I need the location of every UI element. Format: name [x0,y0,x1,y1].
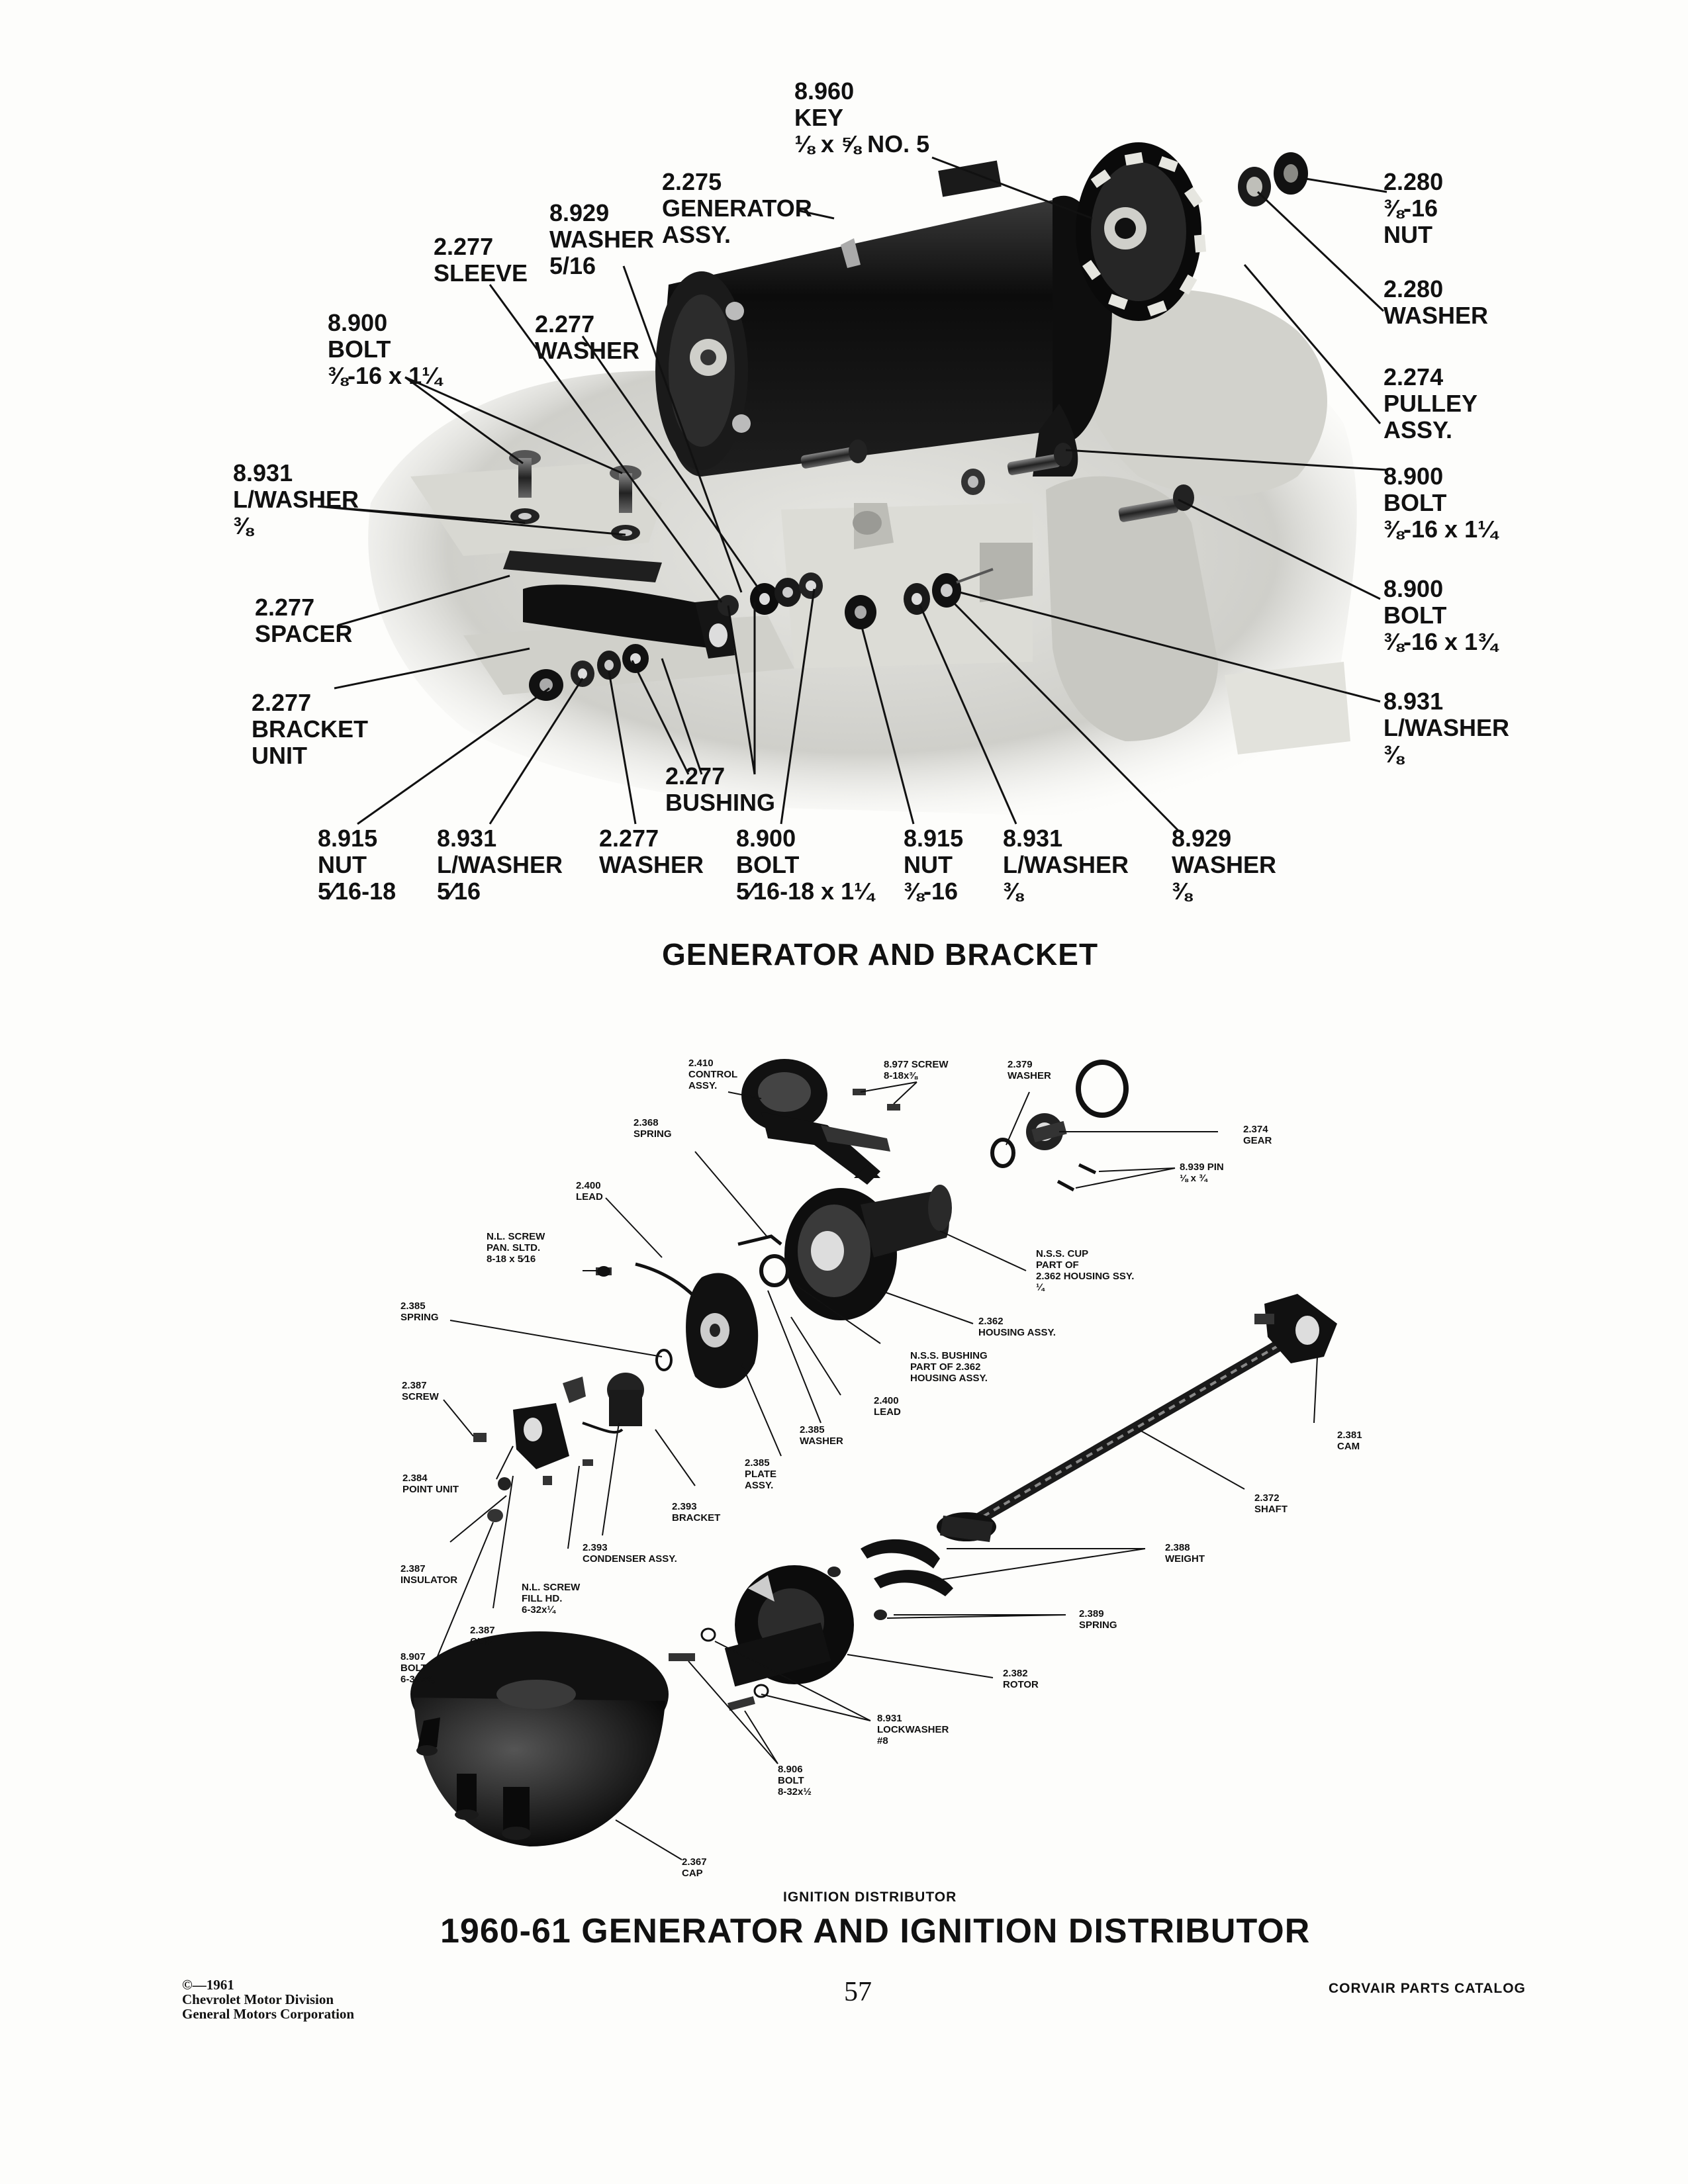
breaker-plate [686,1273,759,1388]
callout-washer-top: 2.277 WASHER [535,310,640,364]
page-title: 1960-61 GENERATOR AND IGNITION DISTRIBUT… [440,1912,1311,1950]
callout-cam: 2.381 CAM [1337,1430,1362,1452]
callout-lwasher-3-8: 8.931 L/WASHER ⅜ [1003,825,1129,905]
lead-wire [635,1262,696,1298]
callout-plate-assy: 2.385 PLATE ASSY. [745,1457,777,1491]
callout-bolt-top-left: 8.900 BOLT ⅜-16 x 1¼ [328,309,442,389]
spring-2385-ring [655,1349,673,1371]
callout-lwasher-left: 8.931 L/WASHER ⅜ [233,459,359,539]
callout-lockwasher: 8.931 LOCKWASHER #8 [877,1713,949,1747]
callout-lead-top: 2.400 LEAD [576,1180,603,1203]
distributor-rotor [724,1565,854,1687]
callout-nut-3-8: 8.915 NUT ⅜-16 [904,825,964,905]
callout-spring-2368: 2.368 SPRING [633,1117,672,1140]
callout-sleeve: 2.277 SLEEVE [434,233,528,287]
callout-nss-cup: N.S.S. CUP PART OF 2.362 HOUSING SSY. ¼ [1036,1248,1135,1293]
mounting-bolts [800,439,1194,522]
point-unit [473,1403,569,1469]
callout-nl-screw-pan: N.L. SCREW PAN. SLTD. 8-18 x 5⁄16 [487,1231,545,1265]
distributor-housing [759,1165,952,1320]
callout-bolt-right-2: 8.900 BOLT ⅜-16 x 1¾ [1383,575,1498,655]
lower-right-hardware [845,568,994,629]
callout-washer-2385: 2.385 WASHER [800,1424,843,1447]
footer-catalog-name: CORVAIR PARTS CATALOG [1329,1981,1526,1996]
callout-bracket: 2.393 BRACKET [672,1501,721,1524]
callout-insulator: 2.387 INSULATOR [400,1563,458,1586]
pulley-nut-washer [1238,152,1308,206]
engine-block-background [368,289,1357,816]
callout-cap: 2.367 CAP [682,1856,707,1879]
callout-spring-2385: 2.385 SPRING [400,1300,439,1323]
callout-nl-screw-fill: N.L. SCREW FILL HD. 6-32x¼ [522,1582,581,1615]
callout-pulley: 2.274 PULLEY ASSY. [1383,363,1478,443]
callout-control-assy: 2.410 CONTROL ASSY. [688,1058,738,1091]
spacer-bar [503,551,662,582]
callout-bushing: 2.277 BUSHING [665,762,776,816]
distributor-section-title: IGNITION DISTRIBUTOR [783,1889,957,1905]
callout-screw-2387: 2.387 SCREW [402,1380,439,1402]
callout-pin: 8.939 PIN ⅛ x ¾ [1180,1161,1224,1184]
callout-bolt-8907: 8.907 BOLT 6-32x⅜ [400,1651,434,1685]
gear-and-washers [990,1060,1129,1192]
vacuum-control [741,1059,890,1185]
callout-housing-assy: 2.362 HOUSING ASSY. [978,1316,1056,1338]
rotor-bolts [669,1627,769,1711]
insulator-clip [487,1477,511,1522]
callout-washer-5-16: 8.929 WASHER 5/16 [549,199,655,279]
condenser [543,1373,644,1485]
left-bolts [509,450,641,541]
spring-2368 [737,1234,782,1246]
distributor-cam [1254,1294,1337,1363]
generator-section-title: GENERATOR AND BRACKET [662,937,1099,972]
control-screws [853,1089,900,1111]
callout-point-unit: 2.384 POINT UNIT [402,1473,459,1495]
callout-bolt-right-1: 8.900 BOLT ⅜-16 x 1¼ [1383,463,1498,543]
callout-rotor: 2.382 ROTOR [1003,1668,1039,1690]
callout-lead-bottom: 2.400 LEAD [874,1395,901,1418]
advance-weights [827,1539,953,1620]
callout-bolt-bottom: 8.900 BOLT 5⁄16-18 x 1¼ [736,825,874,905]
distributor-shaft [937,1321,1317,1542]
callout-nut-5-16: 8.915 NUT 5⁄16-18 [318,825,397,905]
callout-generator-assy: 2.275 GENERATOR ASSY. [662,168,812,248]
distributor-cap [410,1631,669,1846]
lower-left-hardware [529,644,649,701]
callout-clip: 2.387 CLIP [470,1625,495,1647]
callout-bracket-unit: 2.277 BRACKET UNIT [252,689,368,769]
callout-gear: 2.374 GEAR [1243,1124,1272,1146]
callout-washer-2379: 2.379 WASHER [1008,1059,1051,1081]
callout-spacer: 2.277 SPACER [255,594,353,647]
page-number: 57 [844,1977,872,2007]
distributor-leader-lines [436,1081,1318,1860]
callout-condenser: 2.393 CONDENSER ASSY. [583,1542,677,1565]
callout-bolt-8906: 8.906 BOLT 8-32x½ [778,1764,812,1797]
callout-nut-top-right: 2.280 ⅜-16 NUT [1383,168,1444,248]
callout-key: 8.960 KEY ⅛ x ⅝ NO. 5 [794,77,930,158]
footer-copyright: ©—1961 Chevrolet Motor Division General … [182,1977,355,2022]
callout-nss-bushing: N.S.S. BUSHING PART OF 2.362 HOUSING ASS… [910,1350,988,1384]
callout-spring-2389: 2.389 SPRING [1079,1608,1117,1631]
callout-washer-3-8: 8.929 WASHER ⅜ [1172,825,1277,905]
callout-washer-top-right: 2.280 WASHER [1383,275,1489,329]
pan-screw [596,1266,612,1277]
callout-shaft: 2.372 SHAFT [1254,1492,1288,1515]
pulley-fan [1076,142,1207,321]
callout-weight: 2.388 WEIGHT [1165,1542,1205,1565]
callout-lwasher-right: 8.931 L/WASHER ⅜ [1383,688,1510,768]
callout-screw-8977: 8.977 SCREW 8-18x⅜ [884,1059,949,1081]
generator-leader-lines [317,156,1387,832]
callout-lwasher-5-16: 8.931 L/WASHER 5⁄16 [437,825,563,905]
callout-washer-bottom: 2.277 WASHER [599,825,704,878]
